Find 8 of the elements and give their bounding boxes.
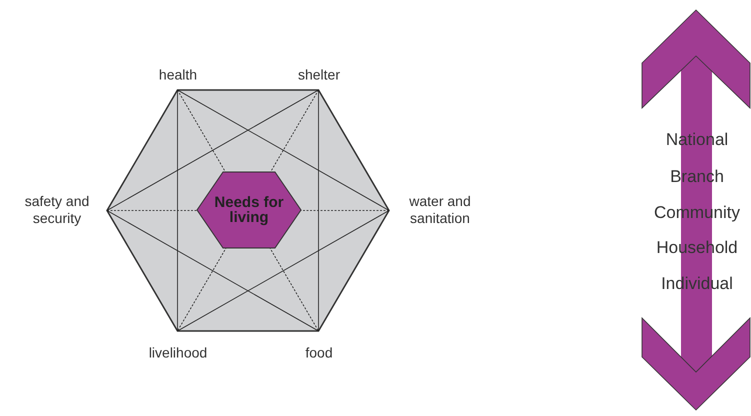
center-hexagon: Needs for living: [197, 172, 301, 248]
need-label: safety and security: [24, 193, 90, 227]
outer-hexagon: [107, 90, 389, 331]
need-label: food: [304, 344, 334, 362]
need-label: shelter: [296, 66, 342, 84]
need-label: water and sanitation: [408, 193, 472, 227]
need-label: health: [158, 66, 198, 84]
need-label: livelihood: [148, 344, 208, 362]
